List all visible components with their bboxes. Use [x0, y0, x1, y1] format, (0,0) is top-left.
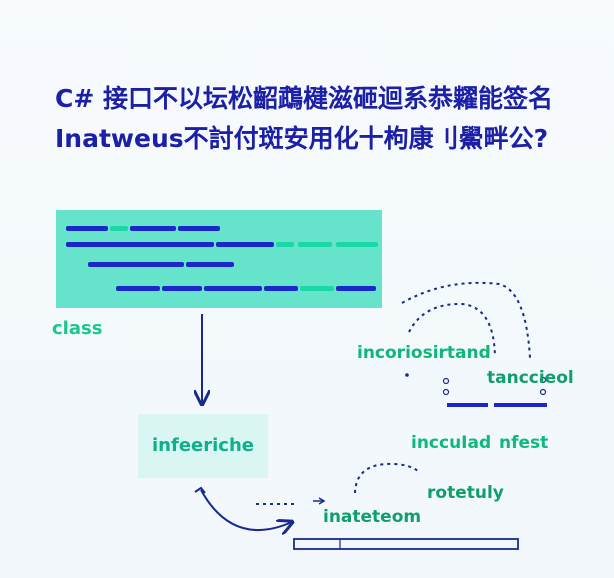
diagram-text-3: inccuIad — [411, 433, 492, 453]
interface-feedback-arrow-start — [194, 486, 206, 494]
diagram-text-6: inatetеom — [323, 507, 422, 527]
node-marker — [442, 388, 450, 396]
small-node-dot — [405, 373, 409, 377]
code-line-2e — [336, 242, 378, 247]
node-marker — [539, 388, 547, 396]
code-line-4a — [116, 286, 160, 291]
interface-box — [138, 414, 268, 478]
interface-label: infeeriche — [152, 435, 254, 456]
code-line-4e — [300, 286, 334, 291]
diagram-text-4: nfest — [499, 433, 549, 453]
code-line-3b — [186, 262, 234, 267]
code-line-2c — [276, 242, 294, 247]
code-line-1b — [110, 226, 128, 231]
small-arrowhead — [318, 497, 326, 505]
title-line-1: C# 接口不以坛松齠鵡楗滋砸迴系恭糶能签名 — [55, 84, 553, 113]
middle-dotted-curve — [408, 302, 496, 358]
code-line-2d — [298, 242, 332, 247]
code-line-4c — [204, 286, 262, 291]
code-line-4f — [336, 286, 376, 291]
code-line-1d — [178, 226, 220, 231]
bottom-rectangle — [293, 538, 519, 550]
top-dotted-curve — [401, 281, 531, 359]
code-line-1a — [66, 226, 108, 231]
code-line-4b — [162, 286, 202, 291]
diagram-text-2: tanccieol — [487, 368, 574, 388]
code-line-2b — [216, 242, 274, 247]
diagram-text-5: rotetuly — [427, 483, 504, 503]
code-line-4d — [264, 286, 298, 291]
code-line-2a — [66, 242, 214, 247]
code-line-1c — [130, 226, 176, 231]
title-line-2: Inatweus不討付斑安用化十枸康刂鱟畔公? — [55, 124, 549, 153]
class-label: class — [52, 318, 103, 339]
code-line-3a — [88, 262, 184, 267]
class-code-box — [56, 210, 382, 308]
diagram-text-1: incoriosirtand — [357, 343, 491, 363]
lower-dotted-curve — [354, 462, 419, 494]
interface-feedback-arrow — [200, 489, 292, 530]
node-marker — [442, 377, 450, 385]
node-marker — [539, 376, 547, 384]
